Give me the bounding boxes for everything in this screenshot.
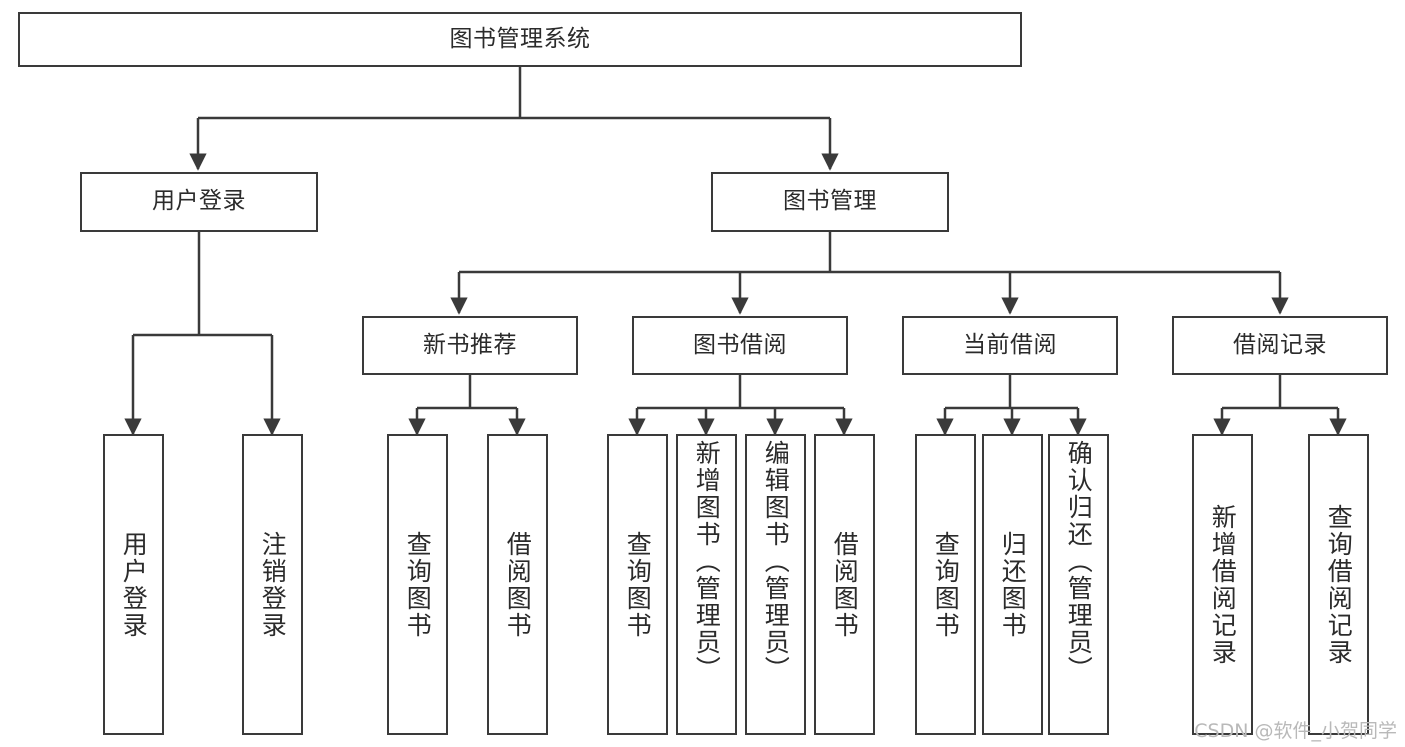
node-leaf-return-book[interactable]: 归还图书 bbox=[982, 434, 1043, 735]
node-book-manage[interactable]: 图书管理 bbox=[711, 172, 949, 232]
node-leaf-user-login[interactable]: 用户登录 bbox=[103, 434, 164, 735]
node-leaf-query-book-3-label: 查询图书 bbox=[931, 530, 961, 639]
node-book-borrow[interactable]: 图书借阅 bbox=[632, 316, 848, 375]
node-leaf-edit-book[interactable]: 编辑图书（管理员） bbox=[745, 434, 806, 735]
node-leaf-borrow-book-2-label: 借阅图书 bbox=[830, 530, 860, 639]
node-current-borrow-label: 当前借阅 bbox=[963, 331, 1057, 358]
node-leaf-confirm-return-label: 确认归还（管理员） bbox=[1064, 440, 1094, 683]
node-leaf-add-book-label: 新增图书（管理员） bbox=[692, 440, 722, 683]
node-leaf-borrow-book-1-label: 借阅图书 bbox=[503, 530, 533, 639]
node-borrow-record-label: 借阅记录 bbox=[1233, 331, 1327, 358]
node-leaf-edit-book-label: 编辑图书（管理员） bbox=[761, 440, 791, 683]
node-new-book-recommend-label: 新书推荐 bbox=[423, 331, 517, 358]
node-current-borrow[interactable]: 当前借阅 bbox=[902, 316, 1118, 375]
node-user-login-label: 用户登录 bbox=[152, 188, 246, 215]
node-leaf-query-book-1[interactable]: 查询图书 bbox=[387, 434, 448, 735]
node-book-borrow-label: 图书借阅 bbox=[693, 331, 787, 358]
node-leaf-borrow-book-1[interactable]: 借阅图书 bbox=[487, 434, 548, 735]
node-book-manage-label: 图书管理 bbox=[783, 188, 877, 215]
node-leaf-add-record-label: 新增借阅记录 bbox=[1208, 503, 1238, 666]
node-new-book-recommend[interactable]: 新书推荐 bbox=[362, 316, 578, 375]
node-leaf-logout-login[interactable]: 注销登录 bbox=[242, 434, 303, 735]
node-root[interactable]: 图书管理系统 bbox=[18, 12, 1022, 67]
node-leaf-query-record-label: 查询借阅记录 bbox=[1324, 503, 1354, 666]
node-leaf-add-book[interactable]: 新增图书（管理员） bbox=[676, 434, 737, 735]
node-leaf-query-book-2-label: 查询图书 bbox=[623, 530, 653, 639]
node-leaf-logout-login-label: 注销登录 bbox=[258, 530, 288, 639]
node-leaf-query-record[interactable]: 查询借阅记录 bbox=[1308, 434, 1369, 735]
node-leaf-query-book-1-label: 查询图书 bbox=[403, 530, 433, 639]
node-user-login[interactable]: 用户登录 bbox=[80, 172, 318, 232]
node-leaf-confirm-return[interactable]: 确认归还（管理员） bbox=[1048, 434, 1109, 735]
node-borrow-record[interactable]: 借阅记录 bbox=[1172, 316, 1388, 375]
node-leaf-return-book-label: 归还图书 bbox=[998, 530, 1028, 639]
node-leaf-borrow-book-2[interactable]: 借阅图书 bbox=[814, 434, 875, 735]
node-leaf-query-book-3[interactable]: 查询图书 bbox=[915, 434, 976, 735]
node-root-label: 图书管理系统 bbox=[449, 25, 591, 52]
node-leaf-add-record[interactable]: 新增借阅记录 bbox=[1192, 434, 1253, 735]
csdn-watermark: CSDN @软件_小贺同学 bbox=[1194, 720, 1397, 742]
node-leaf-user-login-label: 用户登录 bbox=[119, 530, 149, 639]
node-leaf-query-book-2[interactable]: 查询图书 bbox=[607, 434, 668, 735]
